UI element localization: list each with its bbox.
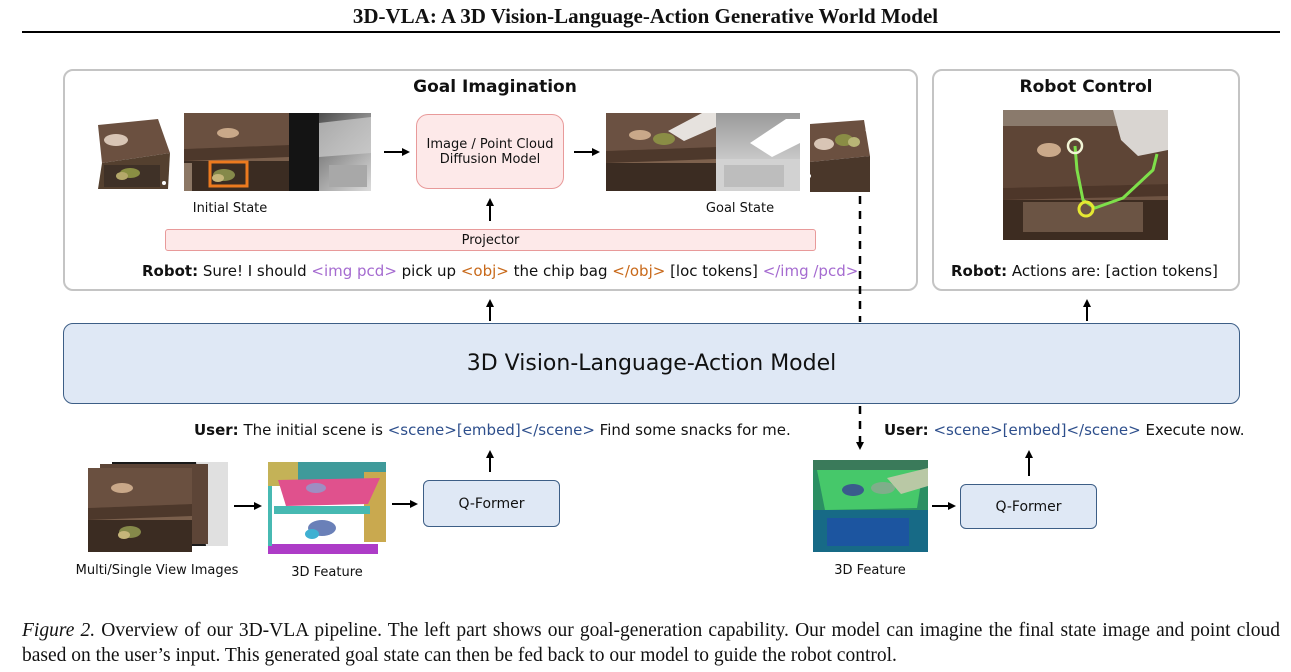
right-user-instruction: User: <scene>[embed]</scene> Execute now… [884, 421, 1245, 439]
robot-speaker-label: Robot: [142, 262, 199, 280]
left-user-text-1: The initial scene is [238, 421, 388, 439]
robot-control-title: Robot Control [1019, 77, 1153, 97]
img-pcd-close-tag: </img /pcd> [762, 262, 859, 280]
caption-figure-number: Figure 2. [22, 620, 96, 641]
right-scene-embed-tag: <scene>[embed]</scene> [933, 421, 1141, 439]
left-user-instruction: User: The initial scene is <scene>[embed… [194, 421, 791, 439]
projector-bar: Projector [165, 229, 816, 251]
robot-text-1: Sure! I should [198, 262, 312, 280]
right-qformer-box: Q-Former [960, 484, 1097, 529]
right-user-speaker: User: [884, 421, 929, 439]
vla-model-bar: 3D Vision-Language-Action Model [63, 323, 1240, 404]
obj-open-tag: <obj> [460, 262, 509, 280]
right-3d-feature-label: 3D Feature [834, 563, 906, 578]
left-3d-feature-image [268, 462, 386, 554]
robot-text-2: pick up [396, 262, 461, 280]
initial-point-cloud-image [92, 113, 172, 191]
robot-control-response: Robot: Actions are: [action tokens] [951, 262, 1218, 280]
multi-view-image [88, 462, 228, 552]
multi-view-label: Multi/Single View Images [75, 563, 239, 578]
paper-title: 3D-VLA: A 3D Vision-Language-Action Gene… [352, 4, 939, 28]
img-pcd-open-tag: <img pcd> [311, 262, 397, 280]
robot-control-speaker: Robot: [951, 262, 1008, 280]
title-rule [22, 31, 1280, 33]
obj-close-tag: </obj> [612, 262, 666, 280]
robot-control-text: Actions are: [action tokens] [1007, 262, 1218, 280]
left-user-speaker: User: [194, 421, 239, 439]
goal-rgb-image [606, 113, 716, 191]
caption-text: Overview of our 3D-VLA pipeline. The lef… [22, 620, 1280, 666]
robot-goal-response: Robot: Sure! I should <img pcd> pick up … [142, 262, 858, 280]
goal-state-label: Goal State [705, 201, 775, 216]
diffusion-model-box: Image / Point Cloud Diffusion Model [416, 114, 564, 189]
initial-depth-image [289, 113, 371, 191]
initial-rgb-image [184, 113, 289, 191]
diffusion-model-label-line2: Diffusion Model [439, 151, 541, 167]
right-qformer-label: Q-Former [995, 498, 1062, 515]
robot-text-3: the chip bag [508, 262, 613, 280]
goal-depth-image [716, 113, 800, 191]
left-qformer-label: Q-Former [458, 495, 525, 512]
left-scene-embed-tag: <scene>[embed]</scene> [387, 421, 595, 439]
projector-label: Projector [461, 232, 520, 248]
left-3d-feature-label: 3D Feature [291, 565, 363, 580]
diffusion-model-label-line1: Image / Point Cloud [426, 136, 554, 152]
figure-caption: Figure 2. Overview of our 3D-VLA pipelin… [22, 618, 1280, 668]
right-user-text-2: Execute now. [1140, 421, 1245, 439]
initial-state-label: Initial State [192, 201, 268, 216]
robot-control-image [1003, 110, 1168, 240]
goal-imagination-title: Goal Imagination [413, 77, 577, 97]
vla-model-label: 3D Vision-Language-Action Model [466, 351, 837, 376]
left-user-text-2: Find some snacks for me. [594, 421, 791, 439]
goal-point-cloud-image [806, 116, 872, 194]
right-3d-feature-image [813, 460, 928, 552]
robot-text-4: [loc tokens] [665, 262, 763, 280]
left-qformer-box: Q-Former [423, 480, 560, 527]
